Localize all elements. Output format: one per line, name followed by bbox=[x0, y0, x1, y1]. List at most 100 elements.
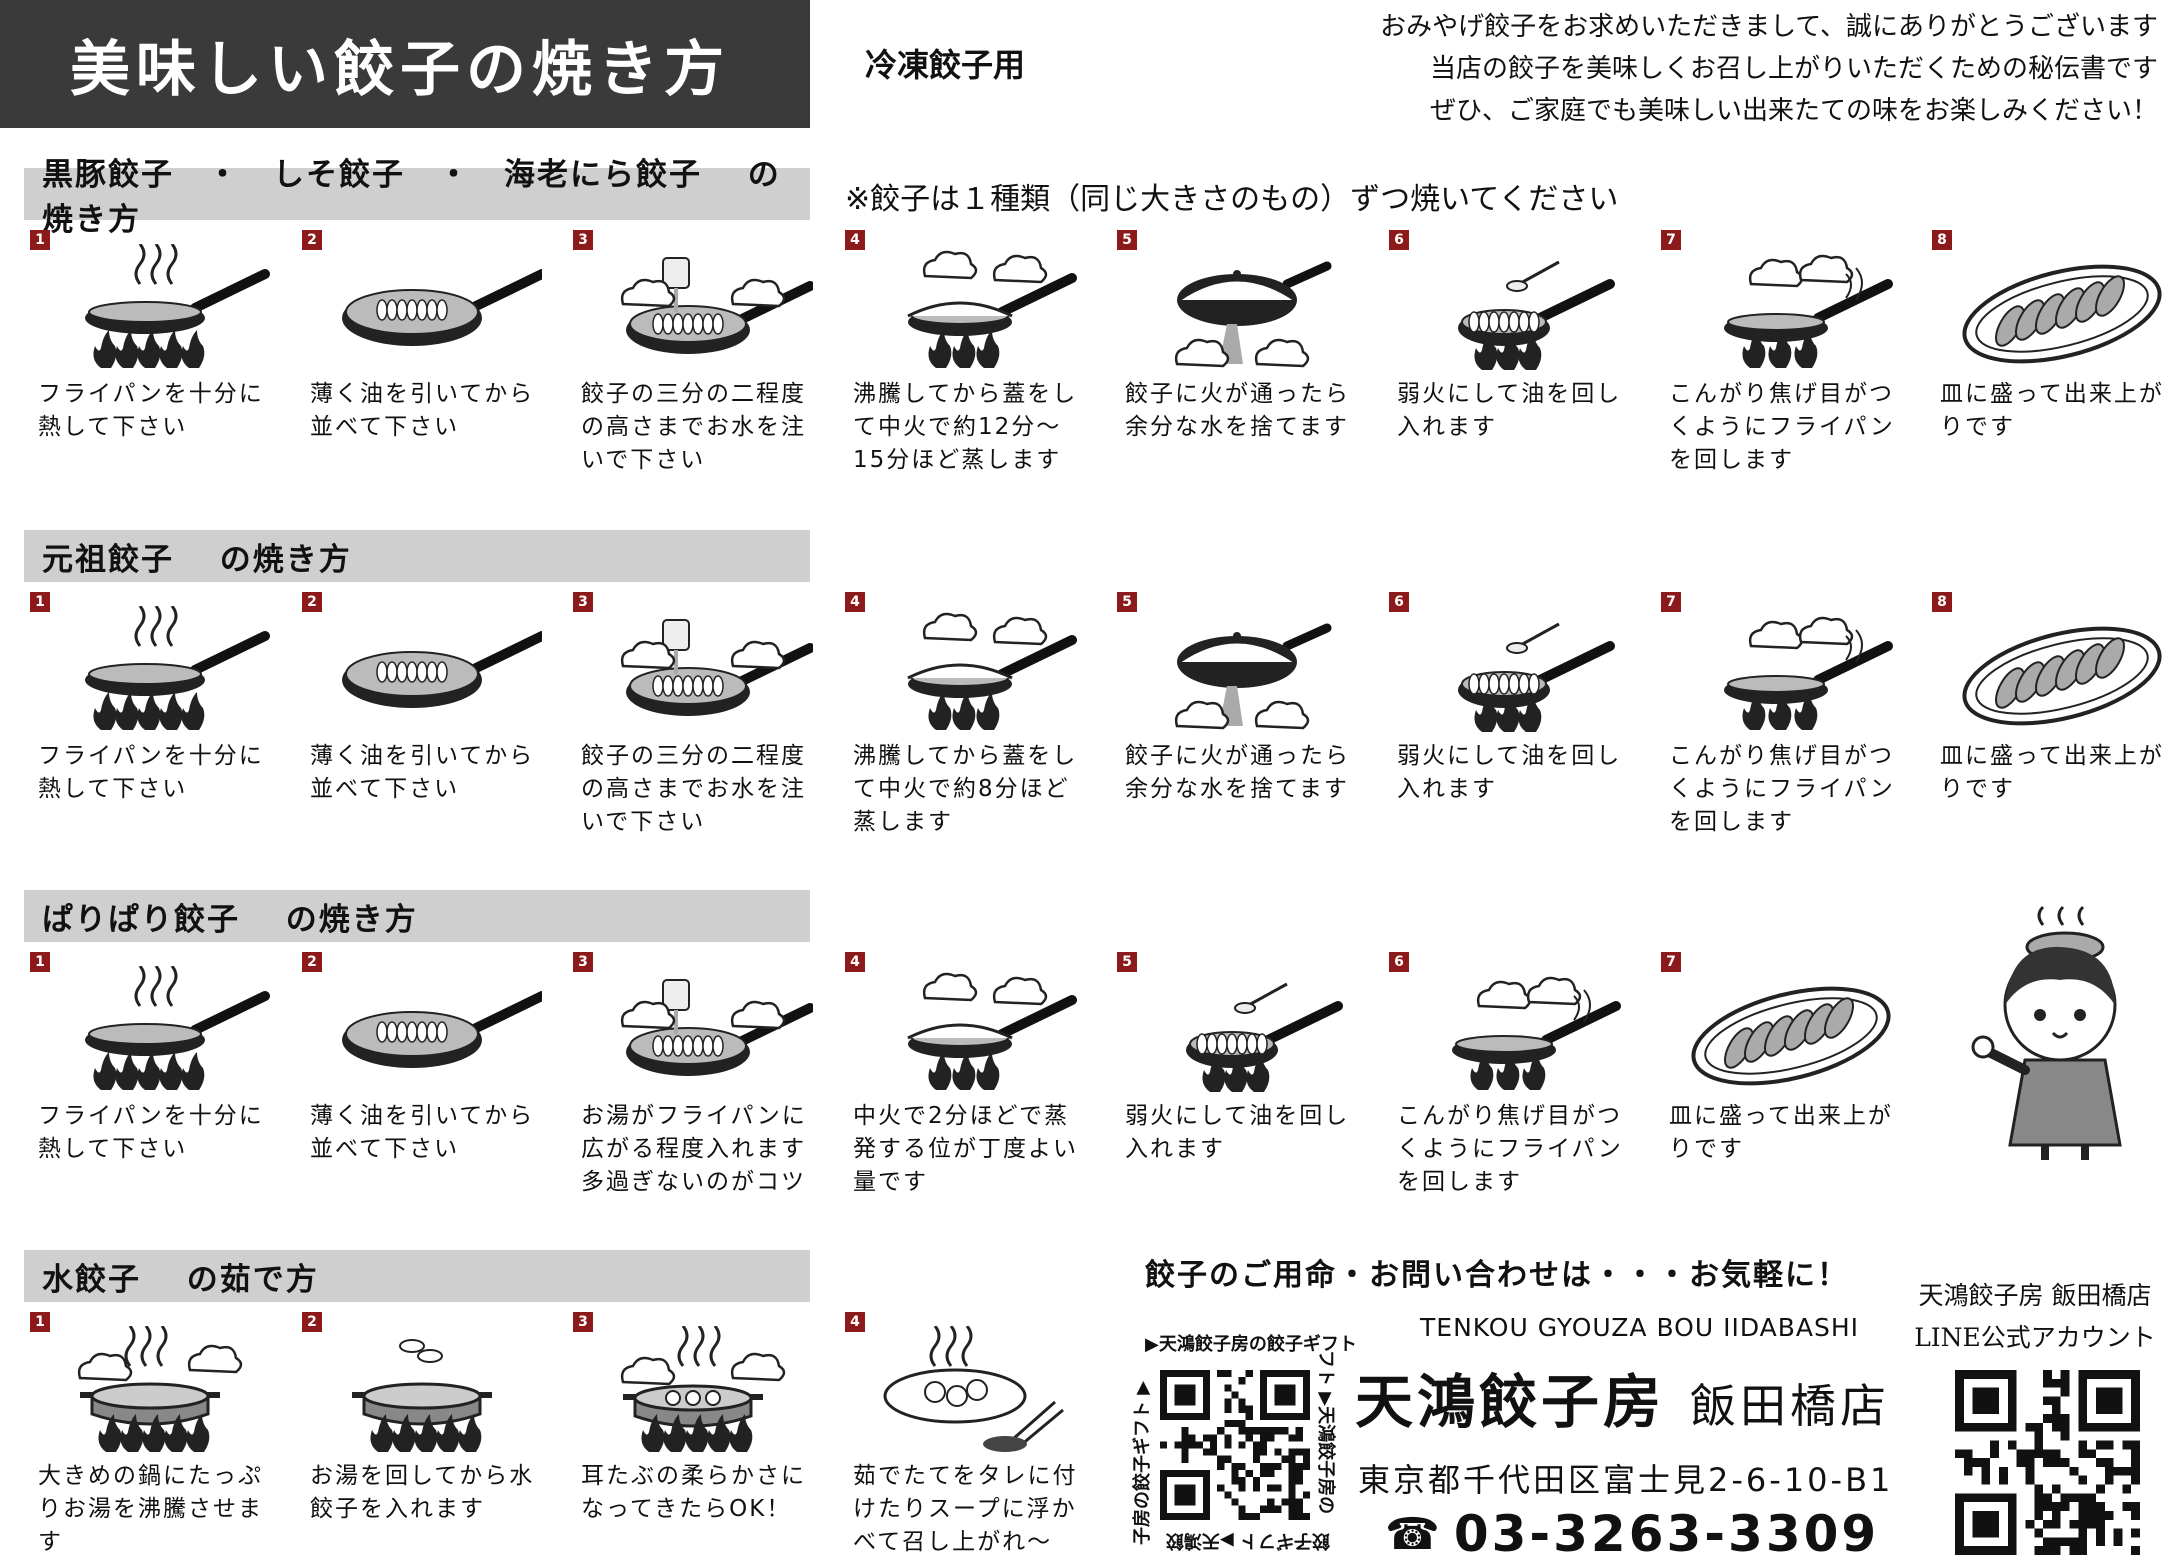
step-2: 2 お湯を回してから水餃子を入れます bbox=[302, 1312, 552, 1565]
step-instruction: お湯がフライパンに広がる程度入れます多過ぎないのがコツ bbox=[581, 1103, 807, 1195]
step-number-badge: 1 bbox=[30, 952, 50, 972]
drain-water-icon bbox=[1137, 606, 1357, 736]
pour-oil-icon bbox=[1409, 606, 1629, 736]
lid-steam-icon bbox=[865, 966, 1085, 1096]
shop-roman-name: TENKOU GYOUZA BOU IIDABASHI bbox=[1420, 1313, 1860, 1342]
section-title: 元祖餃子 の焼き方 bbox=[24, 530, 810, 582]
pan-heat-icon bbox=[50, 243, 270, 374]
step-4: 4 沸騰してから蓋をして中火で約12分～15分ほど蒸します bbox=[845, 230, 1095, 500]
step-number-badge: 4 bbox=[845, 1312, 865, 1332]
step-instruction: 餃子の三分の二程度の高さまでお水を注いで下さい bbox=[581, 381, 806, 473]
qr-caption-right: フト ▶天鴻餃子房の bbox=[1315, 1350, 1336, 1515]
step-instruction: 弱火にして油を回し入れます bbox=[1125, 1103, 1350, 1162]
step-number-badge: 7 bbox=[1661, 230, 1681, 250]
step-5: 5 弱火にして油を回し入れます bbox=[1117, 952, 1367, 1222]
section-3: ぱりぱり餃子 の焼き方 1 フライパンを十分に熱して下さい 2 薄く油を引いてから並… bbox=[0, 890, 2176, 1230]
step-number-badge: 5 bbox=[1117, 230, 1137, 250]
step-instruction: お湯を回してから水餃子を入れます bbox=[310, 1463, 535, 1522]
step-number-badge: 3 bbox=[573, 230, 593, 250]
step-number-badge: 7 bbox=[1661, 952, 1681, 972]
intro-line: おみやげ餃子をお求めいただきまして、誠にありがとうございます bbox=[1380, 12, 2158, 42]
step-instruction: 沸騰してから蓋をして中火で約12分～15分ほど蒸します bbox=[853, 381, 1078, 473]
step-number-badge: 2 bbox=[302, 1312, 322, 1332]
step-1: 1 大きめの鍋にたっぷりお湯を沸騰させます bbox=[30, 1312, 280, 1565]
step-number-badge: 2 bbox=[302, 592, 322, 612]
swirl-pan-icon bbox=[1681, 606, 1901, 736]
step-instruction: 薄く油を引いてから並べて下さい bbox=[310, 381, 535, 440]
line-shop-name: 天鴻餃子房 飯田橋店 bbox=[1918, 1281, 2152, 1310]
page-subtitle: 冷凍餃子用 bbox=[865, 46, 1026, 84]
step-number-badge: 6 bbox=[1389, 592, 1409, 612]
qr-caption-bottom: 餃子ギフト ▶天鴻餃 bbox=[1165, 1530, 1330, 1551]
step-instruction: フライパンを十分に熱して下さい bbox=[38, 743, 264, 802]
pour-oil-icon bbox=[1137, 966, 1357, 1096]
pan-heat-icon bbox=[50, 965, 270, 1096]
phone-number[interactable]: 03-3263-3309 bbox=[1453, 1505, 1880, 1563]
step-3: 3 耳たぶの柔らかさになってきたらOK！ bbox=[573, 1312, 823, 1565]
plate-gyoza-icon bbox=[1681, 966, 1901, 1096]
line-account-title: 天鴻餃子房 飯田橋店 LINE公式アカウント bbox=[1900, 1275, 2170, 1359]
qr-caption-top: ▶天鴻餃子房の餃子ギフト bbox=[1145, 1334, 1357, 1355]
line-qr-code[interactable] bbox=[1955, 1370, 2140, 1555]
step-number-badge: 6 bbox=[1389, 230, 1409, 250]
step-instruction: 餃子に火が通ったら余分な水を捨てます bbox=[1125, 743, 1350, 802]
step-instruction: 弱火にして油を回し入れます bbox=[1397, 381, 1622, 440]
step-number-badge: 3 bbox=[573, 1312, 593, 1332]
step-6: 6 弱火にして油を回し入れます bbox=[1389, 230, 1639, 500]
bowl-chopsticks-icon bbox=[865, 1325, 1085, 1456]
step-instruction: フライパンを十分に熱して下さい bbox=[38, 1103, 264, 1162]
step-2: 2 薄く油を引いてから並べて下さい bbox=[302, 230, 552, 500]
step-number-badge: 1 bbox=[30, 230, 50, 250]
phone-contact[interactable]: ☎ 03-3263-3309 bbox=[1385, 1505, 1879, 1563]
intro-line: ぜひ、ご家庭でも美味しい出来たての味をお楽しみください！ bbox=[1429, 96, 2158, 126]
step-4: 4 中火で2分ほどで蒸発する位が丁度よい量です bbox=[845, 952, 1095, 1222]
step-instruction: こんがり焦げ目がつくようにフライパンを回します bbox=[1669, 743, 1895, 835]
step-number-badge: 6 bbox=[1389, 952, 1409, 972]
gift-qr-code[interactable] bbox=[1160, 1370, 1310, 1520]
shop-address: 東京都千代田区富士見2-6-10-B1 bbox=[1358, 1461, 1894, 1499]
step-8: 8 皿に盛って出来上がりです bbox=[1932, 230, 2176, 500]
step-instruction: 茹でたてをタレに付けたりスープに浮かべて召し上がれ～ bbox=[853, 1463, 1078, 1555]
step-instruction: 耳たぶの柔らかさになってきたらOK！ bbox=[581, 1463, 806, 1522]
pour-water-icon bbox=[593, 966, 815, 1096]
step-1: 1 フライパンを十分に熱して下さい bbox=[30, 592, 280, 862]
section-title: ぱりぱり餃子 の焼き方 bbox=[24, 890, 810, 942]
step-number-badge: 4 bbox=[845, 952, 865, 972]
plate-gyoza-icon bbox=[1952, 606, 2172, 736]
step-instruction: 餃子の三分の二程度の高さまでお水を注いで下さい bbox=[581, 743, 806, 835]
pan-gyoza-icon bbox=[322, 606, 547, 736]
step-2: 2 薄く油を引いてから並べて下さい bbox=[302, 592, 552, 862]
pot-float-icon bbox=[593, 1325, 813, 1456]
step-instruction: 皿に盛って出来上がりです bbox=[1940, 381, 2164, 440]
step-instruction: フライパンを十分に熱して下さい bbox=[38, 381, 264, 440]
swirl-pan-icon bbox=[1409, 966, 1629, 1096]
step-instruction: 弱火にして油を回し入れます bbox=[1397, 743, 1622, 802]
step-instruction: 大きめの鍋にたっぷりお湯を沸騰させます bbox=[38, 1463, 263, 1555]
step-2: 2 薄く油を引いてから並べて下さい bbox=[302, 952, 552, 1222]
step-number-badge: 3 bbox=[573, 952, 593, 972]
step-3: 3 お湯がフライパンに広がる程度入れます多過ぎないのがコツ bbox=[573, 952, 823, 1222]
plate-gyoza-icon bbox=[1952, 244, 2172, 374]
line-account-label: LINE公式アカウント bbox=[1914, 1323, 2156, 1352]
step-number-badge: 4 bbox=[845, 592, 865, 612]
step-number-badge: 3 bbox=[573, 592, 593, 612]
step-instruction: こんがり焦げ目がつくようにフライパンを回します bbox=[1397, 1103, 1623, 1195]
step-number-badge: 1 bbox=[30, 592, 50, 612]
step-number-badge: 2 bbox=[302, 230, 322, 250]
step-3: 3 餃子の三分の二程度の高さまでお水を注いで下さい bbox=[573, 230, 823, 500]
step-number-badge: 8 bbox=[1932, 230, 1952, 250]
pot-add-icon bbox=[322, 1326, 542, 1456]
section-note: ※餃子は１種類（同じ大きさのもの）ずつ焼いてください bbox=[845, 182, 1619, 217]
step-number-badge: 7 bbox=[1661, 592, 1681, 612]
pan-gyoza-icon bbox=[322, 966, 547, 1096]
pour-water-icon bbox=[593, 606, 815, 736]
step-7: 7 こんがり焦げ目がつくようにフライパンを回します bbox=[1661, 592, 1911, 862]
pot-boil-icon bbox=[50, 1325, 270, 1456]
step-number-badge: 1 bbox=[30, 1312, 50, 1332]
